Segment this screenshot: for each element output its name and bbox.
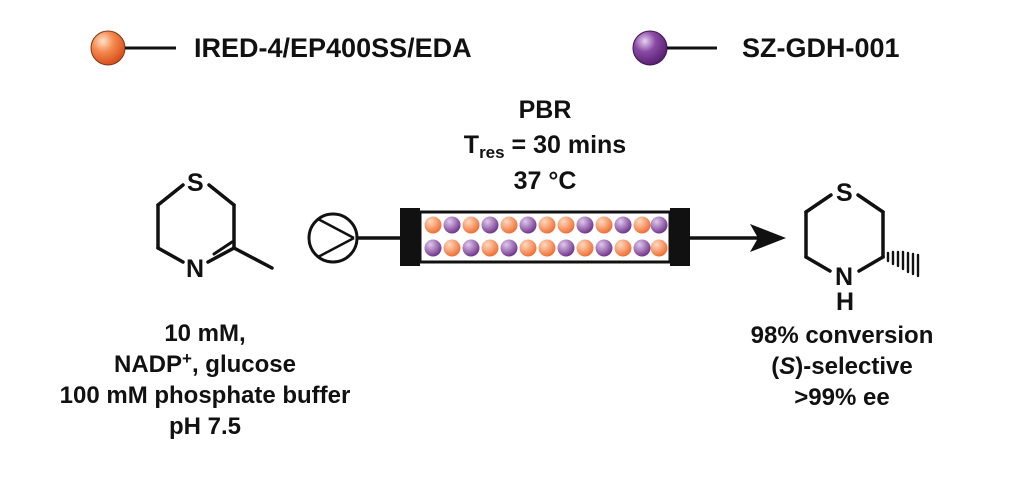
- substrate-structure: [156, 183, 274, 270]
- product-results: 98% conversion (S)-selective >99% ee: [702, 320, 982, 413]
- reactor-bead-row-top: [424, 216, 668, 234]
- substrate-concentration: 10 mM,: [164, 320, 246, 347]
- cofactor-charge: +: [182, 349, 192, 368]
- stereo-hashed-bond: [886, 250, 920, 278]
- product-atom-h: H: [836, 288, 855, 316]
- tres-subscript: res: [479, 143, 505, 162]
- product-selectivity: (S)-selective: [702, 351, 982, 382]
- cofactor-rest: , glucose: [191, 351, 296, 378]
- reactor-bead-row-bottom: [424, 239, 668, 257]
- outflow-arrow: [690, 224, 786, 252]
- legend-label-gdh: SZ-GDH-001: [742, 33, 900, 63]
- substrate-atom-s: S: [187, 169, 204, 197]
- substrate-conditions: 10 mM, NADP+, glucose 100 mM phosphate b…: [55, 318, 355, 442]
- pump-icon: [307, 212, 402, 264]
- product-ee: >99% ee: [794, 384, 890, 411]
- selectivity-open: (: [771, 353, 780, 380]
- legend-marker-ired: [90, 30, 176, 66]
- tres-value: = 30 mins: [511, 131, 627, 159]
- reactor-temperature: 37 °C: [513, 167, 577, 195]
- residence-time: Tres = 30 mins: [395, 130, 695, 162]
- legend-label-ired: IRED-4/EP400SS/EDA: [194, 33, 472, 63]
- selectivity-rest: )-selective: [795, 353, 913, 380]
- product-atom-n: N: [835, 263, 854, 291]
- substrate-ph: pH 7.5: [168, 413, 242, 440]
- substrate-buffer: 100 mM phosphate buffer: [59, 382, 351, 409]
- reactor-label: PBR: [518, 96, 572, 124]
- packed-bed-reactor: [400, 208, 690, 266]
- substrate-cofactor-line: NADP+, glucose: [55, 349, 355, 380]
- cofactor-name: NADP: [114, 351, 183, 378]
- substrate-atom-n: N: [186, 255, 205, 283]
- product-conversion: 98% conversion: [750, 322, 934, 349]
- legend-marker-gdh: [632, 30, 717, 66]
- selectivity-letter: S: [779, 353, 796, 380]
- product-atom-s: S: [836, 179, 853, 207]
- tres-symbol: T: [463, 131, 480, 159]
- product-structure: [804, 193, 885, 273]
